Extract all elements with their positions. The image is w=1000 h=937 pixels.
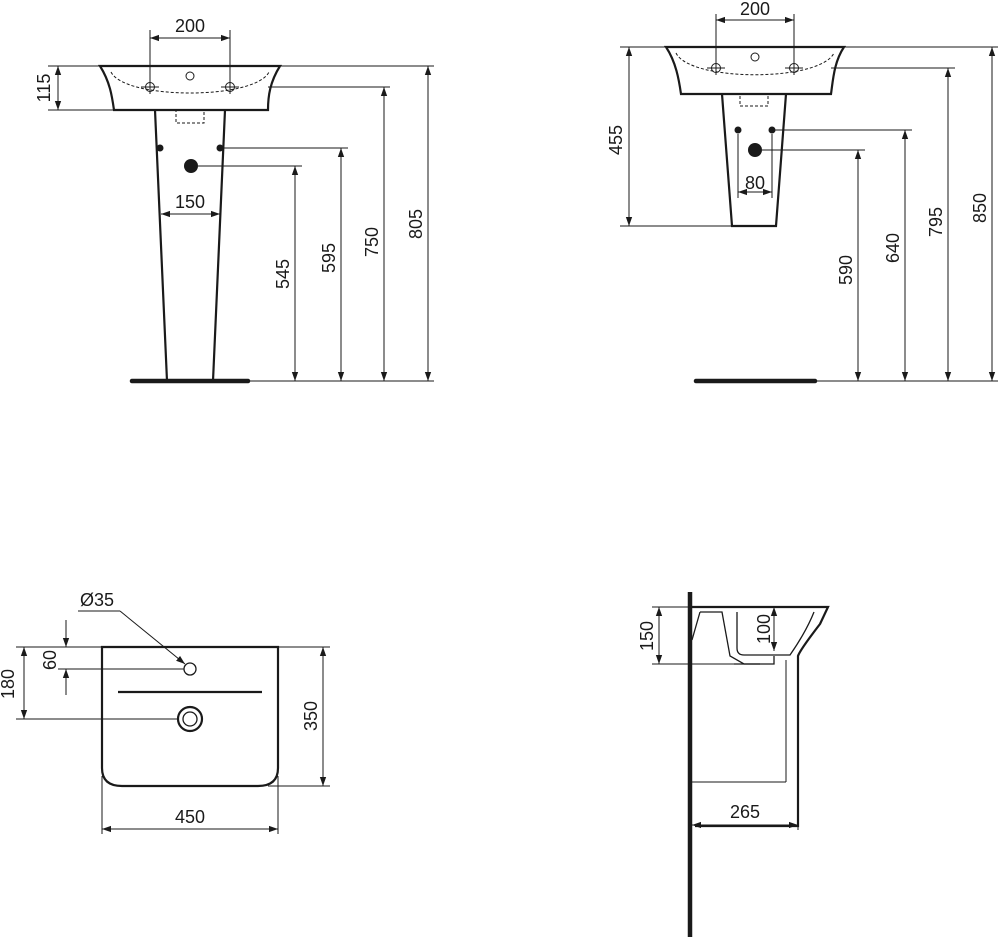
waste-point — [184, 159, 198, 173]
semi-pedestal-front-view: 200 455 80 590 640 795 850 — [606, 0, 998, 384]
basin-plan-outline — [100, 645, 280, 788]
dim-supply-height: 595 — [319, 243, 339, 273]
side-section-view: 150 100 265 — [637, 592, 830, 937]
supply-point-left — [734, 126, 742, 134]
dim-rim-height: 850 — [970, 193, 990, 223]
dim-supply-height: 640 — [883, 233, 903, 263]
dim-supply-spacing: 80 — [745, 173, 765, 193]
dim-waste-width: 150 — [175, 192, 205, 212]
overflow-hole — [750, 52, 760, 62]
bracket-profile — [691, 611, 701, 641]
dim-waste-height: 545 — [273, 259, 293, 289]
basin-outline — [663, 45, 847, 96]
tap-hole-left — [141, 80, 159, 94]
tap-hole — [183, 662, 197, 676]
dim-bowl-depth: 150 — [637, 621, 657, 651]
waste-ring-inner — [182, 711, 198, 727]
dim-depth: 350 — [301, 701, 321, 731]
dim-tap-height: 795 — [926, 207, 946, 237]
dim-tap-hole-diameter: Ø35 — [80, 590, 114, 610]
tap-hole-right — [221, 80, 239, 94]
pedestal-column — [153, 109, 227, 382]
dim-bowl-depth: 115 — [34, 74, 54, 103]
dim-projection: 265 — [730, 802, 760, 822]
dim-waste-offset: 180 — [0, 669, 18, 699]
waste-outlet — [175, 109, 205, 124]
waste-point — [748, 143, 762, 157]
dim-tap-spacing: 200 — [740, 0, 770, 19]
basin-inner-edge — [675, 52, 835, 76]
bowl-inner-profile — [736, 611, 815, 656]
supply-point-left — [156, 144, 164, 152]
dim-tap-height: 750 — [362, 227, 382, 257]
dim-basin-height: 455 — [606, 125, 626, 155]
waste-ring-outer — [176, 705, 204, 733]
dim-tap-spacing: 200 — [175, 16, 205, 36]
overflow-hole — [185, 71, 195, 81]
dim-rim-height: 805 — [406, 209, 426, 239]
basin-inner-edge — [110, 71, 270, 94]
dim-inner-depth: 100 — [754, 614, 774, 644]
dim-tap-hole-offset: 60 — [40, 650, 60, 670]
pedestal-front-view: 200 115 150 545 595 750 805 — [34, 16, 434, 384]
overflow-channel — [700, 611, 775, 665]
waste-outlet — [739, 93, 769, 107]
basin-outline — [98, 64, 282, 112]
semi-pedestal-body — [720, 93, 788, 228]
tap-hole-right — [785, 61, 803, 75]
dim-waste-height: 590 — [836, 255, 856, 285]
dim-width: 450 — [175, 807, 205, 827]
tap-hole-left — [707, 61, 725, 75]
plan-view: Ø35 60 180 350 450 — [0, 590, 330, 834]
basin-section-outline — [692, 605, 830, 828]
